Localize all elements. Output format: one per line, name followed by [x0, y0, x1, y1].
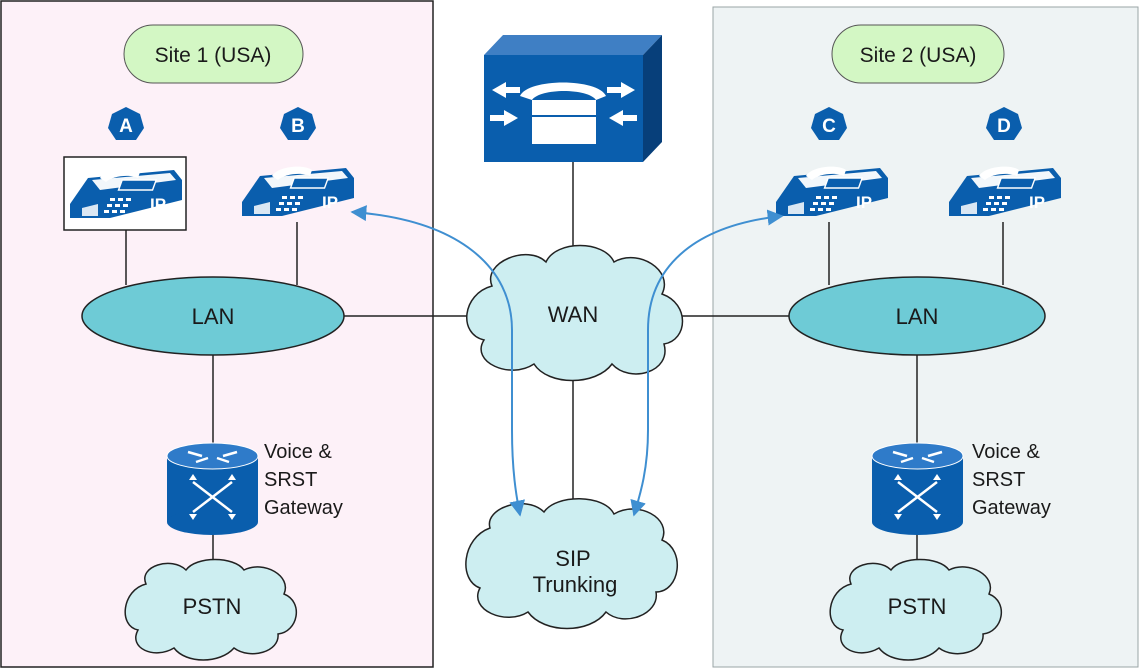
svg-text:Gateway: Gateway	[264, 497, 343, 519]
svg-text:Trunking: Trunking	[533, 572, 618, 597]
phone-badge-a: A	[108, 107, 144, 140]
call-manager-icon	[484, 35, 662, 162]
ip-phone-d-icon: IP	[948, 165, 1062, 217]
svg-text:Voice &: Voice &	[264, 441, 332, 463]
site1-gateway-router-icon	[166, 442, 259, 535]
site2-lan: LAN	[788, 276, 1046, 356]
ip-phone-a-icon: IP	[69, 167, 183, 219]
svg-text:SRST: SRST	[972, 469, 1025, 491]
phone-badge-c: C	[811, 107, 847, 140]
svg-text:LAN: LAN	[896, 304, 939, 329]
ip-phone-b-icon: IP	[241, 165, 355, 217]
site2-pstn-cloud: PSTN	[829, 558, 1003, 661]
svg-text:SRST: SRST	[264, 469, 317, 491]
svg-text:IP: IP	[322, 193, 338, 212]
svg-text:Gateway: Gateway	[972, 497, 1051, 519]
svg-text:Voice &: Voice &	[972, 441, 1040, 463]
svg-text:IP: IP	[856, 193, 872, 212]
ip-phone-c-icon: IP	[775, 165, 889, 217]
site2-label: Site 2 (USA)	[831, 24, 1005, 84]
sip-trunking-cloud: SIP Trunking	[465, 498, 678, 630]
svg-text:A: A	[119, 116, 133, 137]
svg-text:WAN: WAN	[548, 302, 599, 327]
site2-gateway-router-icon	[871, 442, 964, 535]
phone-badge-d: D	[986, 107, 1022, 140]
svg-text:IP: IP	[1029, 193, 1045, 212]
svg-text:PSTN: PSTN	[183, 594, 242, 619]
svg-text:IP: IP	[150, 195, 166, 214]
phone-badge-b: B	[280, 107, 316, 140]
site1-lan: LAN	[81, 276, 345, 356]
svg-text:Site 1 (USA): Site 1 (USA)	[155, 44, 272, 67]
call-flow-arrows	[350, 205, 784, 517]
svg-text:C: C	[822, 116, 836, 137]
svg-text:B: B	[291, 116, 305, 137]
svg-text:SIP: SIP	[555, 546, 590, 571]
svg-text:D: D	[997, 116, 1011, 137]
svg-text:LAN: LAN	[192, 304, 235, 329]
site2-gateway-label: Voice & SRST Gateway	[972, 441, 1051, 519]
site1-label: Site 1 (USA)	[123, 24, 304, 84]
site1-pstn-cloud: PSTN	[124, 558, 298, 661]
svg-text:PSTN: PSTN	[888, 594, 947, 619]
site1-gateway-label: Voice & SRST Gateway	[264, 441, 343, 519]
svg-text:Site 2 (USA): Site 2 (USA)	[860, 44, 977, 67]
